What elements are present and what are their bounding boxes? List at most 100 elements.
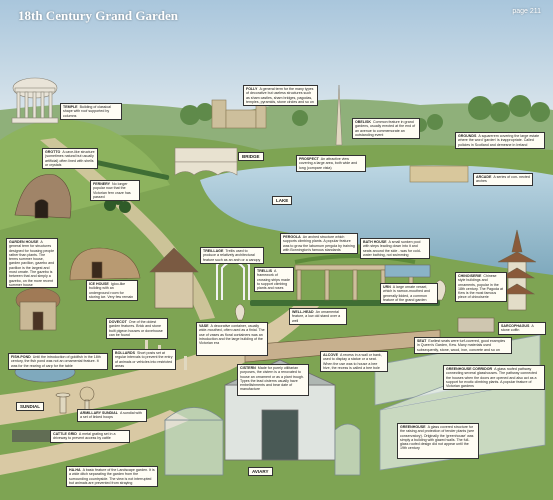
label-name: DOVECOT: [109, 320, 127, 324]
label-desc: An ornamental feature, a low old stand o…: [292, 310, 341, 323]
bath-pool: [384, 264, 431, 278]
label-desc: A basic feature of the Landscape garden.…: [69, 468, 155, 485]
label-name: SARCOPHAGUS: [501, 324, 530, 328]
label-desc: Common feature in grand gardens, usually…: [355, 120, 416, 137]
label-desc: Short posts set at regular intervals to …: [115, 351, 173, 368]
label-desc: A general term for structures designed f…: [9, 240, 55, 287]
label-lake: LAKE: [272, 196, 293, 205]
label-desc: Chinese style buildings and ornaments, p…: [458, 274, 504, 300]
label-desc: A general term for the many types of dec…: [246, 87, 314, 104]
label-name: BATH HOUSE: [363, 240, 387, 244]
palladian-bridge: [174, 147, 238, 176]
label-name: GROTTO: [45, 150, 61, 154]
label-desc: No longer popular now that the Victorian…: [93, 182, 131, 199]
label-name: PROSPECT: [299, 157, 319, 161]
arcade-building: [409, 165, 469, 183]
dovecot: [149, 247, 199, 309]
pagoda: [497, 229, 537, 311]
label-desc: A glass roofed pathway connecting severa…: [446, 367, 538, 389]
label-desc: Until the introduction of goldfish in th…: [11, 355, 101, 368]
label-name: GARDEN HOUSE: [9, 240, 39, 244]
label-name: VASE: [199, 324, 209, 328]
label-aviary: AVIARY: [248, 467, 273, 476]
obelisk: [335, 84, 343, 146]
label-desc: A glass covered structure for the raisin…: [400, 425, 475, 451]
label-name: GREENHOUSE: [400, 425, 426, 429]
path: [40, 138, 215, 320]
page-title: 18th Century Grand Garden: [18, 8, 178, 23]
label-name: CISTERN: [240, 366, 256, 370]
label-desc: A recess in a wall or bank, used to disp…: [323, 353, 382, 370]
label-name: GROUNDS: [458, 134, 477, 138]
label-name: TRELLIS: [257, 269, 272, 273]
temple-building: [11, 77, 59, 124]
label-desc: A series of con- nected arches: [476, 175, 530, 184]
label-name: BOLLARDS: [115, 351, 135, 355]
label-desc: One of the oldest garden features. Brick…: [109, 320, 163, 337]
label-desc: An attractive view covering a large area…: [299, 157, 358, 170]
label-name: TEMPLE: [63, 105, 78, 109]
label-name: URN: [383, 285, 391, 289]
label-desc: A cave-like structure (sometimes natural…: [45, 150, 95, 167]
label-desc: An arched structure which supports climb…: [283, 235, 355, 252]
label-name: WELL-HEAD: [292, 310, 314, 314]
label-name: ICE HOUSE: [89, 282, 109, 286]
summer-house: [15, 287, 61, 331]
page-number: page 211: [512, 8, 541, 15]
label-name: GREENHOUSE CORRIDOR: [446, 367, 493, 371]
lake: [200, 165, 553, 275]
label-desc: A stone coffin: [501, 324, 534, 333]
label-desc: Trellis used to produce a relatively arc…: [203, 249, 261, 262]
grotto-rock: [14, 174, 72, 219]
label-sundial: SUNDIAL: [16, 402, 44, 411]
label-name: TREILLAGE: [203, 249, 224, 253]
sundial-pedestal: [55, 386, 95, 417]
folly-castle: [211, 99, 267, 129]
ice-house: [69, 247, 141, 281]
label-desc: A metal grating set in a driveway to pre…: [53, 432, 116, 441]
label-name: ARMILLARY SUNDIAL: [80, 411, 118, 415]
label-desc: Building of classical shape with roof su…: [63, 105, 111, 118]
label-desc: Igloo-like building with an underground …: [89, 282, 134, 299]
label-desc: A decorative container, usually wide-mou…: [199, 324, 265, 346]
label-desc: A large ornate vessel, which is narrow-m…: [383, 285, 430, 302]
label-name: OBELISK: [355, 120, 371, 124]
label-desc: Made for purely utilitarian purposes, th…: [240, 366, 304, 392]
label-name: FISH-POND: [11, 355, 31, 359]
aviary-cage: [163, 407, 361, 476]
label-desc: Earliest seats were turf-covered, good e…: [417, 339, 506, 352]
label-name: SEAT: [417, 339, 427, 343]
label-name: FOLLY: [246, 87, 258, 91]
sarcophagus-stone: [457, 317, 495, 333]
cattle-grid-bars: [12, 430, 52, 442]
label-name: FERNERY: [93, 182, 111, 186]
label-name: CATTLE GRID: [53, 432, 77, 436]
label-name: CHINOISERIE: [458, 274, 482, 278]
label-desc: A framework of crossing strips made to s…: [257, 269, 290, 291]
